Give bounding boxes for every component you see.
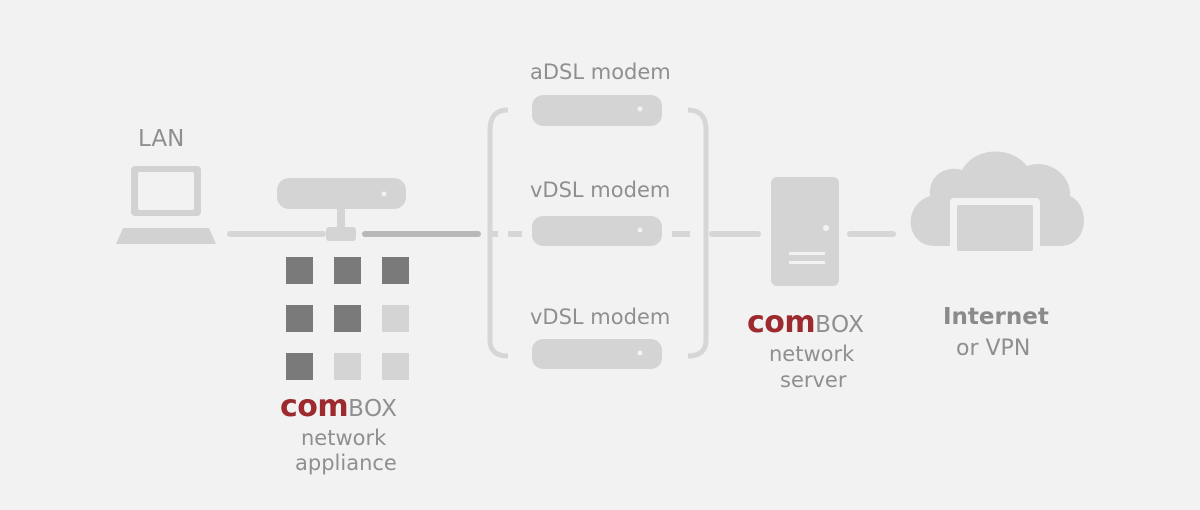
internet-label-line2: or VPN (956, 336, 1031, 361)
grid-square-r2-c2 (382, 353, 409, 380)
internet-label-line1: Internet (943, 304, 1049, 330)
server-brand-logo: comBOX (747, 308, 864, 338)
adsl-modem-icon (532, 95, 662, 126)
appliance-status-grid (286, 257, 409, 380)
monitor-icon (950, 198, 1040, 279)
lan-label: LAN (138, 126, 185, 152)
grid-square-r1-c0 (286, 305, 313, 332)
server-label-line1: network (769, 342, 855, 366)
appliance-label-line2: appliance (295, 451, 397, 475)
modem-bracket-left (487, 107, 509, 359)
modem-label-adsl: aDSL modem (530, 60, 671, 84)
grid-square-r1-c1 (334, 305, 361, 332)
appliance-router-icon (277, 178, 406, 241)
grid-square-r0-c0 (286, 257, 313, 284)
server-brand-strong: com (747, 305, 816, 340)
grid-square-r2-c1 (334, 353, 361, 380)
grid-square-r0-c1 (334, 257, 361, 284)
modem-bracket-right (687, 107, 709, 359)
laptop-icon (116, 166, 216, 244)
grid-square-r2-c0 (286, 353, 313, 380)
grid-square-r0-c2 (382, 257, 409, 284)
appliance-brand-rest: BOX (348, 396, 398, 422)
grid-square-r1-c2 (382, 305, 409, 332)
vdsl-modem-2-icon (532, 339, 662, 369)
modem-label-vdsl-1: vDSL modem (530, 178, 671, 202)
vdsl-modem-1-icon (532, 216, 662, 246)
modem-label-vdsl-2: vDSL modem (530, 305, 671, 329)
server-label-line2: server (780, 368, 847, 392)
appliance-brand-logo: comBOX (280, 392, 397, 422)
appliance-label-line1: network (301, 426, 387, 450)
appliance-brand-strong: com (280, 389, 349, 424)
server-tower-icon (771, 177, 839, 286)
server-brand-rest: BOX (815, 312, 865, 338)
